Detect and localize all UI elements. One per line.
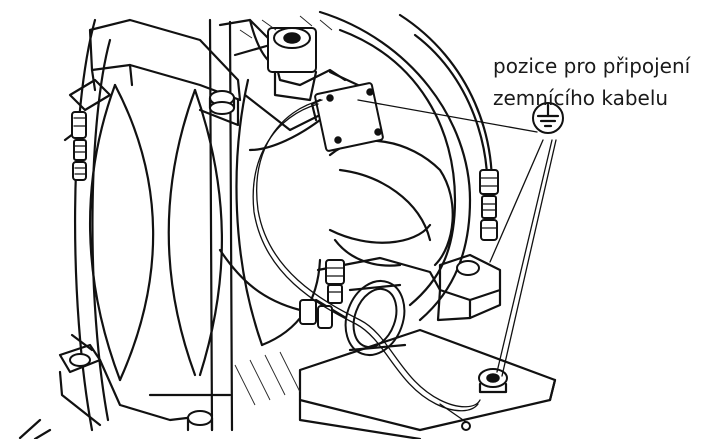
ground-symbol-icon bbox=[532, 102, 564, 134]
base-plate bbox=[234, 328, 557, 439]
annotation-line-1: pozice pro připojení bbox=[493, 54, 691, 78]
ground-cable bbox=[252, 99, 481, 431]
top-manifold bbox=[218, 15, 362, 132]
pump-body-right bbox=[218, 10, 502, 347]
centre-connector bbox=[299, 256, 442, 356]
leader-lines bbox=[357, 99, 557, 377]
pump-body-left bbox=[18, 18, 242, 439]
annotation-line-2: zemnícího kabelu bbox=[493, 86, 669, 110]
annotation-label: pozice pro připojení zemnícího kabelu bbox=[493, 50, 721, 114]
right-bolts bbox=[479, 169, 499, 241]
side-bolts bbox=[71, 111, 87, 181]
